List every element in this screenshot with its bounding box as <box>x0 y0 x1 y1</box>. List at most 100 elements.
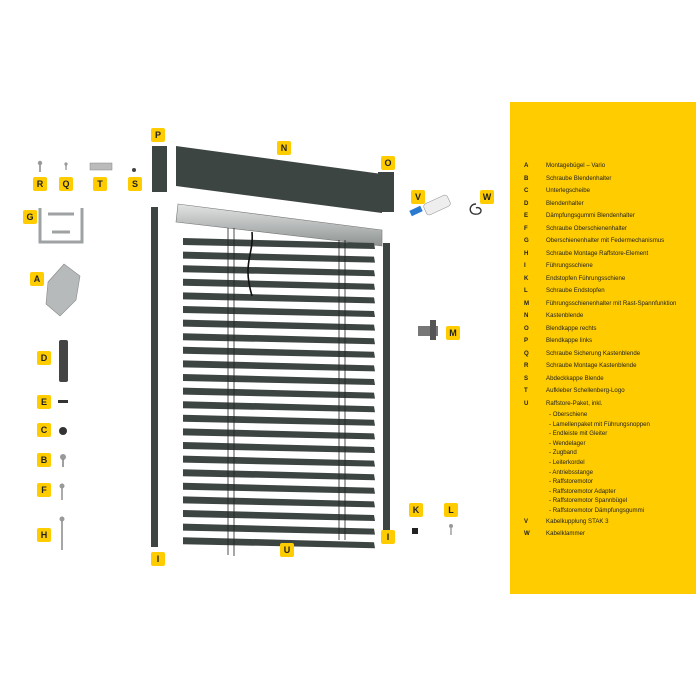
legend-text: Schraube Blendenhalter <box>546 174 612 182</box>
washer-part <box>59 427 67 435</box>
box-cover-part <box>176 146 382 213</box>
legend-row: F Schraube Oberschienenhalter <box>524 223 694 236</box>
callout-letter: N <box>281 143 288 153</box>
callout-letter: L <box>448 505 454 515</box>
cable-coupling-part <box>409 194 451 217</box>
screw-q-part <box>64 162 68 170</box>
end-cap-right-part <box>378 172 394 212</box>
legend-text: Schraube Montage Raffstore-Element <box>546 249 649 257</box>
cover-holder-part <box>59 340 68 382</box>
slat <box>183 374 375 385</box>
rail-holder-part <box>38 208 84 244</box>
end-plug-part <box>412 528 418 534</box>
legend-key: F <box>524 224 528 232</box>
slat <box>183 523 375 535</box>
legend-text: Blendenhalter <box>546 199 584 207</box>
legend-key: I <box>524 262 526 269</box>
screw-f-part <box>59 483 65 500</box>
guide-rail-right <box>383 243 390 530</box>
callout-box <box>93 177 107 191</box>
legend-text: Führungsschienenhalter mit Rast-Spannfun… <box>546 299 677 307</box>
slat <box>183 292 375 304</box>
screw-r-part <box>37 160 43 172</box>
legend-text: Dämpfungsgummi Blendenhalter <box>546 212 635 219</box>
legend-key: P <box>524 337 529 344</box>
callout-letter: A <box>34 274 41 284</box>
legend-text: Blendkappe links <box>546 337 593 344</box>
callout-letter: O <box>384 158 391 168</box>
callout-box <box>444 503 458 517</box>
slat <box>183 319 375 331</box>
legend-row: Q Schraube Sicherung Kastenblende <box>524 348 694 361</box>
callout-letter: F <box>41 485 47 495</box>
damper-part <box>58 400 68 403</box>
slat <box>183 455 375 467</box>
slat <box>183 265 375 277</box>
callout-box <box>381 156 395 170</box>
legend-row: E Dämpfungsgummi Blendenhalter <box>524 210 694 223</box>
legend-subitem: - Zugband <box>549 449 577 457</box>
screw-h-part <box>59 516 65 550</box>
callout-letter: G <box>26 212 33 222</box>
legend-text: Kabelkupplung STAK 3 <box>546 517 609 525</box>
cover-cap-part <box>132 168 136 172</box>
legend-text: Oberschienenhalter mit Federmechanismus <box>546 237 665 244</box>
legend-text: Kabelklammer <box>546 530 585 538</box>
motor-cable <box>247 231 253 297</box>
legend-subitem: - Raffstoremotor <box>549 478 593 486</box>
slat <box>183 401 375 413</box>
legend-key: E <box>524 212 529 219</box>
legend-subitem: - Oberschiene <box>549 411 588 418</box>
legend-key: O <box>524 324 529 332</box>
slat <box>183 482 375 494</box>
legend-key: S <box>524 374 529 382</box>
callout-box <box>446 326 460 340</box>
callout-letter: S <box>132 179 138 189</box>
callout-box <box>409 503 423 517</box>
legend-subitem: - Leiterkordel <box>549 458 585 466</box>
callout-box <box>30 272 44 286</box>
legend-text: Schraube Oberschienenhalter <box>546 224 627 232</box>
legend-key: Q <box>524 349 529 357</box>
slat <box>183 510 375 521</box>
legend-key: M <box>524 299 530 307</box>
slat <box>183 278 375 290</box>
slat <box>183 414 375 426</box>
slat <box>183 442 375 453</box>
legend-row: D Blendenhalter <box>524 198 694 211</box>
callout-box <box>381 530 395 544</box>
callout-letter: P <box>155 130 161 140</box>
legend-key: R <box>524 362 529 369</box>
legend-text: Blendkappe rechts <box>546 324 597 332</box>
slat <box>183 346 375 358</box>
legend-key: C <box>524 187 529 194</box>
callout-box <box>37 395 51 409</box>
callout-box <box>280 543 294 557</box>
legend-key: T <box>524 387 528 394</box>
callout-letter: C <box>41 425 48 435</box>
legend-key: A <box>524 162 529 169</box>
legend-text: Schraube Sicherung Kastenblende <box>546 349 641 357</box>
callout-letter: T <box>97 179 103 189</box>
callout-letter: V <box>415 192 421 202</box>
legend-subitem: - Raffstoremotor Adapter <box>549 487 616 495</box>
legend-text: Abdeckkappe Blende <box>546 374 604 382</box>
legend-key: D <box>524 199 529 207</box>
legend-text: Kastenblende <box>546 312 584 319</box>
callout-box <box>277 141 291 155</box>
callout-box <box>37 483 51 497</box>
legend-subitem: - Raffstoremotor Spannbügel <box>549 497 628 505</box>
legend-key: G <box>524 237 529 244</box>
legend-text: Schraube Montage Kastenblende <box>546 362 637 369</box>
legend-key: L <box>524 287 528 294</box>
callout-letter: I <box>387 532 390 542</box>
callout-letter: B <box>41 455 48 465</box>
